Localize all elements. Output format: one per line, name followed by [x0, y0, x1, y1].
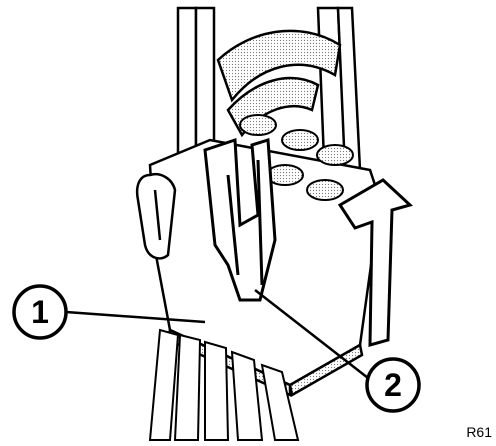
callout-1: 1	[12, 284, 68, 340]
wire-bundle-bottom	[148, 328, 300, 441]
locking-clip	[203, 137, 277, 302]
terminal-cavities	[239, 114, 354, 201]
callout-2-label: 2	[384, 367, 402, 403]
callout-2: 2	[365, 357, 421, 413]
release-arrow	[337, 178, 413, 347]
leader-line-2	[254, 289, 369, 379]
callout-1-label: 1	[31, 294, 49, 330]
side-latch	[135, 173, 177, 260]
leader-line-1	[65, 310, 206, 324]
leader-lines	[65, 289, 369, 379]
figure-reference: R61	[466, 424, 492, 440]
